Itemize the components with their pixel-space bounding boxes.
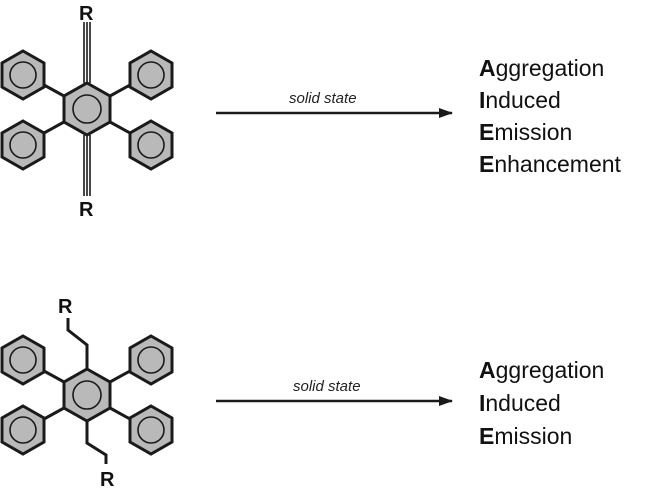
bond bbox=[109, 406, 131, 421]
term-rest: nduced bbox=[485, 390, 561, 416]
phenyl-ring bbox=[128, 119, 174, 171]
term-emission: Emission bbox=[479, 116, 572, 148]
phenyl-ring bbox=[128, 404, 174, 456]
aromatic-circle bbox=[72, 94, 102, 124]
phenyl-ring bbox=[0, 404, 46, 456]
substituent-r-label: R bbox=[79, 3, 94, 25]
term-rest: nduced bbox=[485, 87, 561, 113]
term-rest: nhancement bbox=[494, 151, 621, 177]
alkyne-top bbox=[83, 22, 91, 83]
term-initial: I bbox=[479, 87, 486, 113]
molecule-top-alkyne bbox=[0, 22, 174, 196]
term-initial: A bbox=[479, 55, 496, 81]
central-benzene-ring bbox=[62, 81, 112, 137]
term-aggregation: Aggregation bbox=[479, 52, 604, 84]
phenyl-ring bbox=[128, 334, 174, 386]
term-induced: Induced bbox=[479, 84, 561, 116]
alkyne-bottom bbox=[83, 135, 91, 196]
bond bbox=[109, 369, 131, 384]
bond bbox=[43, 83, 65, 98]
term-rest: mission bbox=[494, 119, 573, 145]
term-initial: A bbox=[479, 357, 496, 383]
arrow-label-top: solid state bbox=[289, 90, 357, 107]
molecule-bottom-alkyl bbox=[0, 318, 174, 464]
term-rest: ggregation bbox=[495, 55, 605, 81]
phenyl-ring bbox=[0, 49, 46, 101]
arrow-label-bottom: solid state bbox=[293, 378, 361, 395]
phenyl-ring bbox=[128, 49, 174, 101]
term-emission: Emission bbox=[479, 420, 572, 452]
alkyl-chain-top bbox=[66, 318, 89, 369]
alkyl-chain-bottom bbox=[85, 421, 108, 464]
central-benzene-ring bbox=[62, 367, 112, 423]
aromatic-circle bbox=[72, 380, 102, 410]
term-induced: Induced bbox=[479, 387, 561, 419]
phenyl-ring bbox=[0, 119, 46, 171]
term-initial: E bbox=[479, 119, 495, 145]
bond bbox=[43, 406, 65, 421]
bond bbox=[109, 120, 131, 135]
bond bbox=[43, 120, 65, 135]
term-aggregation: Aggregation bbox=[479, 354, 604, 386]
bond bbox=[43, 369, 65, 384]
substituent-r-label: R bbox=[58, 296, 73, 318]
term-rest: ggregation bbox=[495, 357, 605, 383]
term-rest: mission bbox=[494, 423, 573, 449]
term-initial: I bbox=[479, 390, 486, 416]
term-enhancement: Enhancement bbox=[479, 148, 621, 180]
term-initial: E bbox=[479, 423, 495, 449]
substituent-r-label: R bbox=[100, 469, 115, 488]
bond bbox=[109, 83, 131, 98]
substituent-r-label: R bbox=[79, 199, 94, 221]
term-initial: E bbox=[479, 151, 495, 177]
phenyl-ring bbox=[0, 334, 46, 386]
